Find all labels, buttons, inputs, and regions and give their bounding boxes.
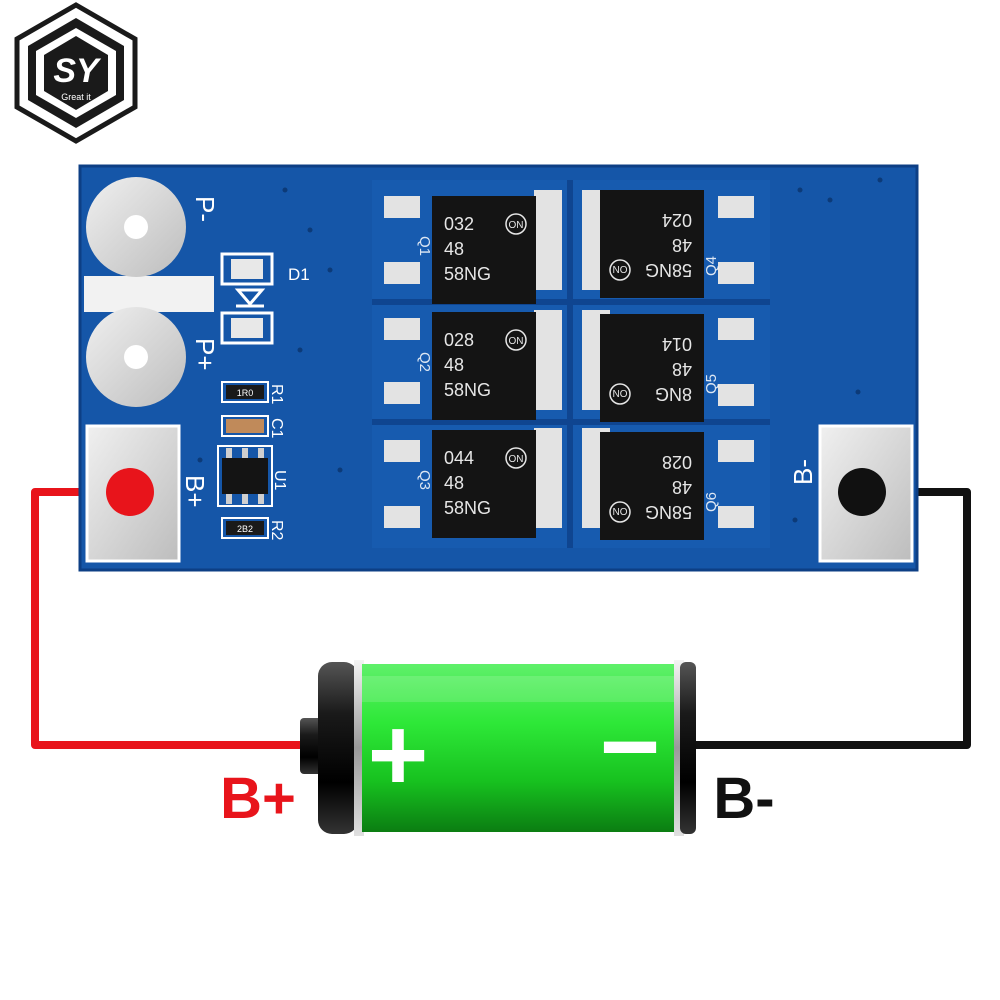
on-semi-logo-icon — [609, 501, 631, 523]
mosfet-marking: 58NG — [444, 264, 491, 284]
q1-label: Q1 — [416, 236, 433, 256]
mosfet-brand: ON — [613, 505, 628, 516]
p-plus-label: P+ — [190, 338, 220, 371]
q2-label: Q2 — [416, 352, 433, 372]
b-plus-board-label: B+ — [180, 475, 210, 508]
battery-plus-symbol: + — [368, 697, 429, 813]
mosfet-brand: ON — [509, 336, 524, 347]
d1-label: D1 — [288, 265, 310, 284]
mosfet-marking: 48 — [672, 359, 692, 379]
mosfet-marking: 8NG — [655, 384, 692, 404]
mosfet-marking: 48 — [444, 355, 464, 375]
negative-terminal-dot — [838, 468, 886, 516]
mosfet-q3: 028 48 58NG ON — [432, 312, 536, 420]
logo-tagline: Great it — [61, 92, 91, 102]
q3-label: Q3 — [416, 470, 433, 490]
u1-label: U1 — [271, 470, 288, 491]
b-minus-board-label: B- — [788, 459, 818, 485]
q4-label: Q4 — [703, 256, 720, 276]
mosfet-marking: 58NG — [645, 260, 692, 280]
mosfet-marking: 028 — [444, 330, 474, 350]
q5-label: Q5 — [703, 374, 720, 394]
r1-code: 1R0 — [237, 388, 254, 398]
pcb-board: P- P+ B+ B- D1 1R0 R1 C1 — [78, 164, 919, 572]
battery: + − — [300, 660, 696, 836]
mosfet-marking: 58NG — [645, 502, 692, 522]
mosfet-brand: ON — [613, 387, 628, 398]
r2-label: R2 — [268, 520, 285, 541]
mosfet-marking: 032 — [444, 214, 474, 234]
mosfet-marking: 48 — [444, 473, 464, 493]
mosfet-marking: 58NG — [444, 380, 491, 400]
b-minus-pad — [818, 424, 914, 563]
battery-minus-symbol: − — [600, 689, 661, 805]
mosfet-marking: 48 — [672, 235, 692, 255]
mosfet-q5: 044 48 58NG ON — [432, 430, 536, 538]
b-plus-label: B+ — [220, 766, 296, 831]
r2-code: 2B2 — [237, 524, 253, 534]
brand-logo: SY Great it — [14, 2, 138, 144]
capacitor-c1: C1 — [221, 415, 285, 439]
mosfet-marking: 48 — [444, 239, 464, 259]
on-semi-logo-icon — [609, 383, 631, 405]
b-minus-label: B- — [713, 766, 774, 831]
mosfet-marking: 48 — [672, 477, 692, 497]
on-semi-logo-icon — [505, 329, 527, 351]
mosfet-marking: 044 — [444, 448, 474, 468]
mosfet-marking: 014 — [662, 334, 692, 354]
c1-label: C1 — [268, 418, 285, 439]
ic-u1: U1 — [217, 445, 288, 507]
r1-label: R1 — [268, 384, 285, 405]
mosfet-marking: 024 — [662, 210, 692, 230]
q6-label: Q6 — [703, 492, 720, 512]
mosfet-marking: 58NG — [444, 498, 491, 518]
logo-mark: SY — [53, 52, 102, 90]
on-semi-logo-icon — [505, 447, 527, 469]
diode-d1: D1 — [220, 252, 310, 345]
on-semi-logo-icon — [609, 259, 631, 281]
mosfet-brand: ON — [509, 454, 524, 465]
mosfet-brand: ON — [613, 263, 628, 274]
on-semi-logo-icon — [505, 213, 527, 235]
mosfet-brand: ON — [509, 220, 524, 231]
resistor-r2: 2B2 R2 — [221, 517, 285, 541]
mosfet-marking: 028 — [662, 452, 692, 472]
resistor-r1: 1R0 R1 — [221, 381, 285, 405]
p-minus-label: P- — [190, 196, 220, 222]
mosfet-q1: 032 48 58NG ON — [432, 196, 536, 304]
positive-terminal-dot — [106, 468, 154, 516]
